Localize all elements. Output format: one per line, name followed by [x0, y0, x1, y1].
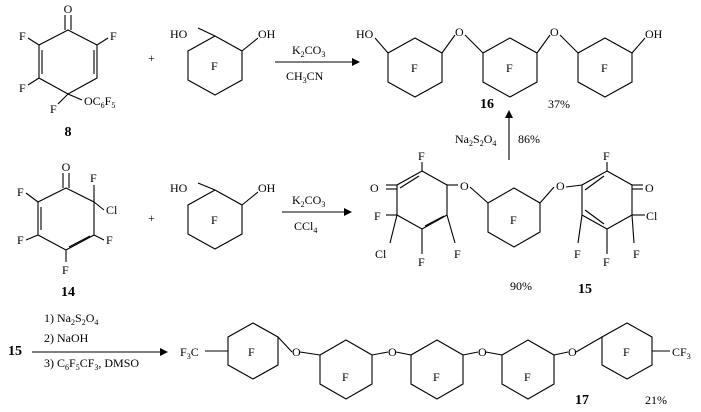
reaction-arrow-1: K2CO3 CH3CN [275, 43, 360, 85]
f-label: F [633, 247, 640, 261]
ring-f: F [601, 61, 608, 75]
ho-label: HO [356, 27, 374, 41]
f-label: F [19, 81, 26, 95]
carbonyl-o: O [645, 181, 654, 195]
starting-compound-15: 15 [8, 344, 22, 359]
ether-o: O [556, 179, 565, 193]
step-3: 3) C6F5CF3, DMSO [44, 356, 139, 372]
ring-f: F [342, 370, 349, 384]
reagent-k2co3: K2CO3 [292, 43, 325, 59]
compound-17-structure: F3C F O F O F O F O F CF3 17 21% [180, 322, 691, 408]
reaction-arrow-2: K2CO3 CCl4 [282, 193, 352, 235]
step-2: 2) NaOH [44, 331, 89, 345]
ho-label: HO [170, 27, 188, 41]
cl-label: Cl [375, 247, 387, 261]
f-label: F [603, 149, 610, 163]
f-label: F [50, 102, 57, 116]
plus-sign: + [148, 51, 155, 65]
oh-label: OH [258, 27, 276, 41]
f-label: F [418, 149, 425, 163]
compound-14-structure: O F Cl F F F F 14 [17, 160, 118, 300]
cf3-label: F3C [180, 345, 199, 361]
ring-f: F [248, 345, 255, 359]
f-label: F [374, 209, 381, 223]
f-label: F [62, 263, 69, 277]
reagent-na2s2o4: Na2S2O4 [455, 132, 496, 148]
reagent-k2co3: K2CO3 [292, 193, 325, 209]
ring-f: F [510, 213, 517, 227]
compound-8-structure: O F F F F OC6F5 8 [19, 2, 117, 140]
ho-label: HO [170, 181, 188, 195]
ether-o: O [460, 179, 469, 193]
compound-number-8: 8 [65, 125, 72, 140]
f-label: F [19, 29, 26, 43]
ring-f: F [211, 213, 218, 227]
f-label: F [110, 29, 117, 43]
cl-label: Cl [646, 209, 658, 223]
ring-f: F [623, 345, 630, 359]
carbonyl-o: O [62, 160, 71, 174]
oh-label: OH [258, 181, 276, 195]
ring-f: F [433, 370, 440, 384]
f-label: F [574, 247, 581, 261]
ether-o: O [455, 25, 464, 39]
ring-f: F [506, 61, 513, 75]
compound-number-16: 16 [480, 97, 494, 112]
compound-number-15: 15 [578, 282, 592, 297]
ring-f: F [524, 370, 531, 384]
yield-21: 21% [645, 393, 667, 407]
carbonyl-o: O [370, 181, 379, 195]
compound-number-14: 14 [61, 285, 75, 300]
oc6f5-label: OC6F5 [84, 94, 115, 110]
reaction-arrow-3: 1) Na2S2O4 2) NaOH 3) C6F5CF3, DMSO [32, 311, 168, 372]
cf3-label: CF3 [672, 345, 691, 361]
ether-o: O [478, 345, 487, 359]
compound-16-structure: HO O O OH F F F 16 37% [356, 25, 663, 112]
f-label: F [106, 233, 113, 247]
f-label: F [454, 247, 461, 261]
yield-37: 37% [548, 97, 570, 111]
compound-15-structure: O F O F Cl F F F O F O Cl F F F 90% 15 [370, 149, 658, 297]
ether-o: O [388, 345, 397, 359]
compound-number-17: 17 [575, 393, 589, 408]
yield-90: 90% [510, 279, 532, 293]
plus-sign: + [148, 211, 155, 225]
solvent-ccl4: CCl4 [294, 219, 317, 235]
ether-o: O [550, 25, 559, 39]
ether-o: O [292, 345, 301, 359]
step-1: 1) Na2S2O4 [44, 311, 98, 327]
f-label: F [17, 233, 24, 247]
carbonyl-o: O [64, 2, 73, 16]
cl-label: Cl [106, 203, 118, 217]
solvent-ch3cn: CH3CN [286, 69, 324, 85]
yield-86: 86% [518, 132, 540, 146]
oh-label: OH [645, 27, 663, 41]
ring-f: F [411, 61, 418, 75]
fluororesorcinol-top: HO OH F [170, 27, 276, 96]
ether-o: O [568, 345, 577, 359]
f-label: F [90, 171, 97, 185]
ring-f: F [211, 59, 218, 73]
f-label: F [17, 185, 24, 199]
f-label: F [603, 255, 610, 269]
reaction-arrow-vertical: Na2S2O4 86% [455, 110, 540, 160]
fluororesorcinol-middle: HO OH F [170, 181, 276, 250]
f-label: F [418, 255, 425, 269]
